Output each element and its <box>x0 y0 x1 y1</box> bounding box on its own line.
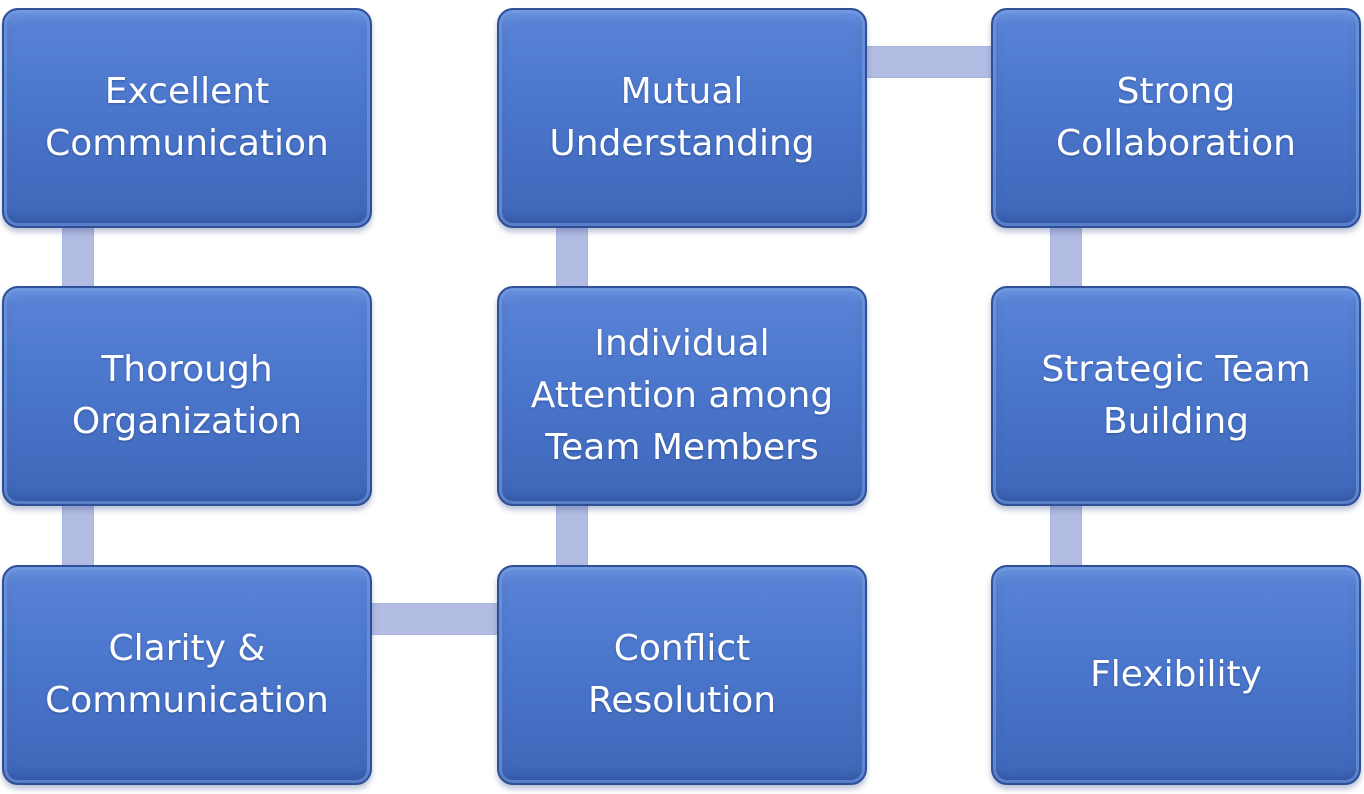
box-label: Thorough Organization <box>71 349 303 442</box>
box-label: Conflict Resolution <box>587 628 777 721</box>
box-label: Clarity & Communication <box>45 628 329 721</box>
box-conflict-resolution: Conflict Resolution <box>497 565 867 785</box>
box-label: Individual Attention among Team Members <box>530 323 834 468</box>
box-label: Mutual Understanding <box>549 71 815 164</box>
box-excellent-communication: Excellent Communication <box>2 8 372 228</box>
box-strategic-team-building: Strategic Team Building <box>991 286 1361 506</box>
box-label: Strategic Team Building <box>1041 349 1311 442</box>
box-mutual-understanding: Mutual Understanding <box>497 8 867 228</box>
connector-mutual-to-strong <box>862 46 996 78</box>
connector-strong-to-strategic <box>1050 222 1082 292</box>
box-label: Flexibility <box>1090 654 1262 695</box>
box-flexibility: Flexibility <box>991 565 1361 785</box>
box-thorough-organization: Thorough Organization <box>2 286 372 506</box>
connector-clarity-to-conflict <box>368 603 502 635</box>
box-strong-collaboration: Strong Collaboration <box>991 8 1361 228</box>
box-individual-attention: Individual Attention among Team Members <box>497 286 867 506</box>
connector-thorough-to-clarity <box>62 500 94 570</box>
box-label: Excellent Communication <box>45 71 329 164</box>
connector-individual-to-mutual <box>556 222 588 292</box>
connector-conflict-to-individual <box>556 500 588 570</box>
box-clarity-communication: Clarity & Communication <box>2 565 372 785</box>
box-label: Strong Collaboration <box>1056 71 1296 164</box>
connector-strategic-to-flexibility <box>1050 500 1082 570</box>
connector-excellent-to-thorough <box>62 222 94 292</box>
